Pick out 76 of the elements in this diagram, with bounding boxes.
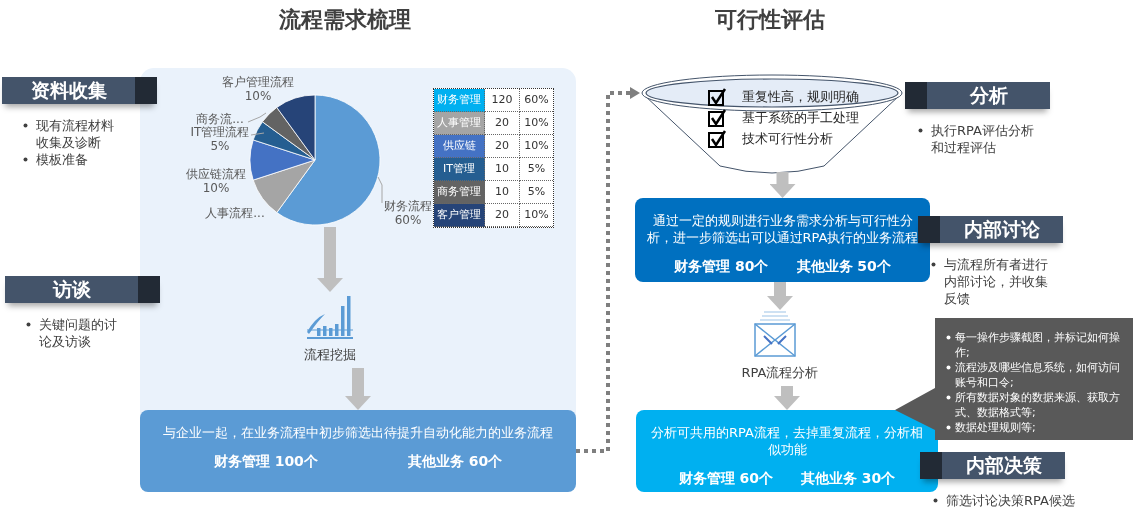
table-cell: 10 xyxy=(485,181,520,204)
process-box xyxy=(140,410,576,492)
checklist-item: 技术可行性分析 xyxy=(742,130,833,148)
box-text: 与企业一起，在业务流程中初步筛选出待提升自动化能力的业务流程 xyxy=(162,424,554,441)
banner-title: 分析 xyxy=(969,83,1008,108)
table-cell: 财务管理 xyxy=(434,89,485,112)
process-box xyxy=(635,198,930,282)
table-cell: 20 xyxy=(485,112,520,135)
box-text: 分析可共用的RPA流程，去掉重复流程，分析相似功能 xyxy=(650,424,924,458)
data-label: 供应链流程 10% xyxy=(186,167,246,195)
bullet-text: 与流程所有者进行内部讨论，并收集反馈 xyxy=(928,256,1056,307)
table-cell: 商务管理 xyxy=(434,181,485,204)
icon-caption: RPA流程分析 xyxy=(740,364,820,382)
checklist-item: 基于系统的手工处理 xyxy=(742,109,859,127)
data-label: 客户管理流程 10% xyxy=(222,75,294,103)
count-label: 财务管理 80个 xyxy=(674,258,769,276)
table-cell: 5% xyxy=(520,181,553,204)
connector-arrow xyxy=(576,87,640,453)
table-cell: 供应链 xyxy=(434,135,485,158)
arrow xyxy=(774,386,800,410)
data-label: 人事流程... xyxy=(205,206,265,220)
box-text: 通过一定的规则进行业务需求分析与可行性分析，进一步筛选出可以通过RPA执行的业务流程 xyxy=(645,212,920,246)
bullet-text: 每一操作步骤截图，并标记如何操作; xyxy=(943,330,1128,360)
pie-slice xyxy=(252,121,316,161)
table-cell: 20 xyxy=(485,135,520,158)
pie-slice xyxy=(276,94,316,161)
icon-caption: 流程挖掘 xyxy=(303,346,357,364)
arrow xyxy=(317,227,343,292)
pie-slice xyxy=(249,139,316,181)
table-cell: 60% xyxy=(520,89,553,112)
section-title: 流程需求梳理 xyxy=(279,7,411,32)
count-label: 其他业务 30个 xyxy=(801,470,896,488)
section-title: 可行性评估 xyxy=(715,7,825,32)
count-label: 其他业务 50个 xyxy=(796,258,891,276)
data-label: IT管理流程 5% xyxy=(190,125,250,153)
heading-banner xyxy=(905,82,1050,109)
banner-title: 资料收集 xyxy=(30,78,107,103)
banner-title: 内部决策 xyxy=(965,453,1042,478)
bullet-text: 流程涉及哪些信息系统，如何访问账号和口令; xyxy=(943,360,1128,390)
heading-banner xyxy=(5,276,160,303)
heading-banner xyxy=(918,216,1063,243)
pie-slice xyxy=(252,159,316,213)
count-label: 其他业务 60个 xyxy=(407,453,503,471)
heading-banner xyxy=(2,77,157,104)
bullet-text: 筛选讨论决策RPA候选 xyxy=(930,492,1095,509)
pie-slice xyxy=(276,94,381,226)
data-label: 财务流程 60% xyxy=(384,199,432,227)
arrow xyxy=(769,172,796,198)
banner-title: 内部讨论 xyxy=(963,217,1040,242)
bullet-text: 执行RPA评估分析和过程评估 xyxy=(915,122,1043,156)
bullet-text: 所有数据对象的数据来源、获取方式、数据格式等; xyxy=(943,390,1128,420)
table-cell: 10% xyxy=(520,112,553,135)
count-label: 财务管理 100个 xyxy=(213,453,318,471)
bullet-text: 关键问题的讨论及访谈 xyxy=(23,316,127,350)
table-cell: 20 xyxy=(485,204,520,227)
table-cell: 人事管理 xyxy=(434,112,485,135)
table-cell: IT管理 xyxy=(434,158,485,181)
count-label: 财务管理 60个 xyxy=(678,470,773,488)
pie-slice xyxy=(262,107,316,161)
data-label: 商务流... xyxy=(196,112,244,126)
arrow xyxy=(767,282,793,310)
table-cell: 10 xyxy=(485,158,520,181)
table-cell: 10% xyxy=(520,204,553,227)
table-cell: 5% xyxy=(520,158,553,181)
table-cell: 客户管理 xyxy=(434,204,485,227)
heading-banner xyxy=(920,452,1065,479)
panel-background xyxy=(140,68,576,492)
banner-title: 访谈 xyxy=(52,277,91,302)
checklist-item: 重复性高，规则明确 xyxy=(742,88,859,106)
table-cell: 10% xyxy=(520,135,553,158)
bullet-text: 现有流程材料收集及诊断 xyxy=(20,117,124,151)
bullet-text: 模板准备 xyxy=(20,151,124,168)
bullet-text: 数据处理规则等; xyxy=(943,420,1128,435)
process-box xyxy=(636,410,938,492)
arrow xyxy=(345,368,371,410)
table-cell: 120 xyxy=(485,89,520,112)
